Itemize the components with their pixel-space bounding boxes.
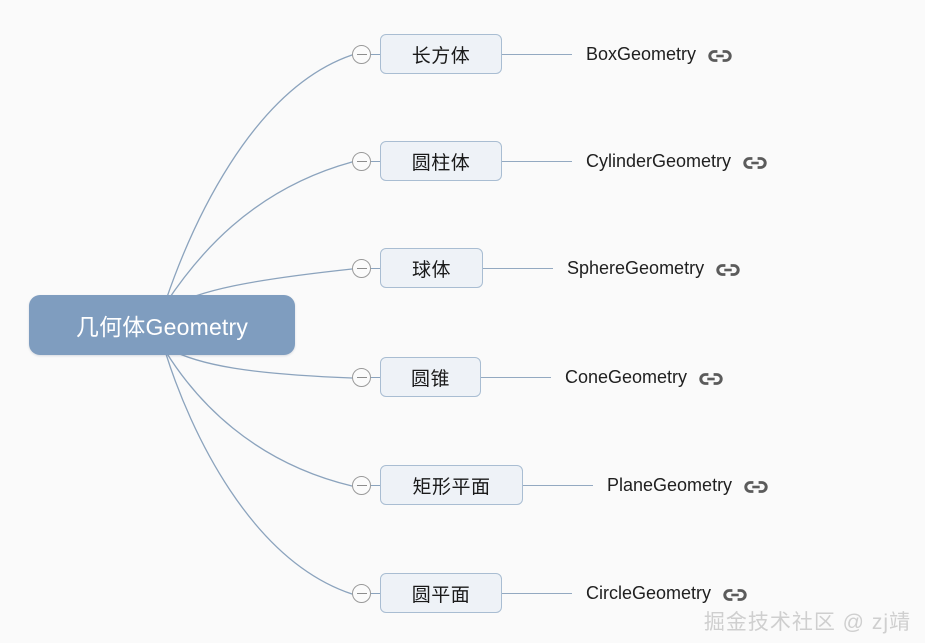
edge-to-branch-2 [165, 161, 353, 304]
leaf-node-label: PlaneGeometry [607, 474, 733, 495]
leaf-connector [502, 53, 572, 55]
leaf-node-label: SphereGeometry [567, 257, 705, 278]
branch-node[interactable]: 圆平面 [380, 573, 502, 613]
toggle-connector [371, 53, 380, 55]
branch-row: 圆平面 CircleGeometry [352, 571, 748, 615]
collapse-toggle-minus-icon[interactable] [352, 151, 371, 171]
branch-node[interactable]: 圆锥 [380, 357, 481, 397]
toggle-connector [371, 160, 380, 162]
link-icon[interactable] [715, 263, 741, 277]
collapse-toggle-minus-icon[interactable] [352, 367, 371, 387]
collapse-toggle-minus-icon[interactable] [352, 475, 371, 495]
toggle-connector [371, 592, 380, 594]
link-icon[interactable] [743, 480, 769, 494]
leaf-node-label: BoxGeometry [586, 43, 697, 64]
leaf-connector [481, 376, 551, 378]
leaf-connector [502, 592, 572, 594]
leaf-connector [483, 267, 553, 269]
link-icon[interactable] [722, 588, 748, 602]
watermark: 掘金技术社区 @ zj靖 [703, 611, 911, 634]
branch-node[interactable]: 矩形平面 [380, 465, 523, 505]
toggle-connector [371, 267, 380, 269]
branch-node-label: 长方体 [411, 45, 471, 67]
branch-row: 圆柱体 CylinderGeometry [352, 139, 768, 183]
branch-node-label: 圆锥 [410, 368, 450, 390]
leaf-connector [523, 484, 593, 486]
branch-node-label: 圆平面 [411, 584, 471, 606]
leaf-node-label: CylinderGeometry [586, 150, 732, 171]
branch-node-label: 球体 [411, 259, 451, 281]
edge-to-branch-5 [165, 351, 353, 487]
branch-node[interactable]: 圆柱体 [380, 141, 502, 181]
toggle-connector [371, 484, 380, 486]
branch-row: 圆锥 ConeGeometry [352, 355, 724, 399]
branch-node[interactable]: 长方体 [380, 34, 502, 74]
branch-row: 长方体 BoxGeometry [352, 32, 733, 76]
collapse-toggle-minus-icon[interactable] [352, 44, 371, 64]
root-node-label: 几何体Geometry [75, 314, 249, 340]
collapse-toggle-minus-icon[interactable] [352, 258, 371, 278]
edge-to-branch-6 [165, 353, 353, 595]
branch-node-label: 圆柱体 [411, 152, 471, 174]
branch-node-label: 矩形平面 [412, 476, 491, 498]
leaf-node-label: ConeGeometry [565, 366, 688, 387]
edge-to-branch-1 [165, 54, 353, 301]
link-icon[interactable] [698, 372, 724, 386]
collapse-toggle-minus-icon[interactable] [352, 583, 371, 603]
link-icon[interactable] [707, 49, 733, 63]
branch-node[interactable]: 球体 [380, 248, 483, 288]
link-icon[interactable] [742, 156, 768, 170]
branch-row: 矩形平面 PlaneGeometry [352, 463, 769, 507]
toggle-connector [371, 376, 380, 378]
leaf-connector [502, 160, 572, 162]
root-node[interactable]: 几何体Geometry [29, 295, 295, 355]
branch-row: 球体 SphereGeometry [352, 246, 741, 290]
leaf-node-label: CircleGeometry [586, 582, 712, 603]
